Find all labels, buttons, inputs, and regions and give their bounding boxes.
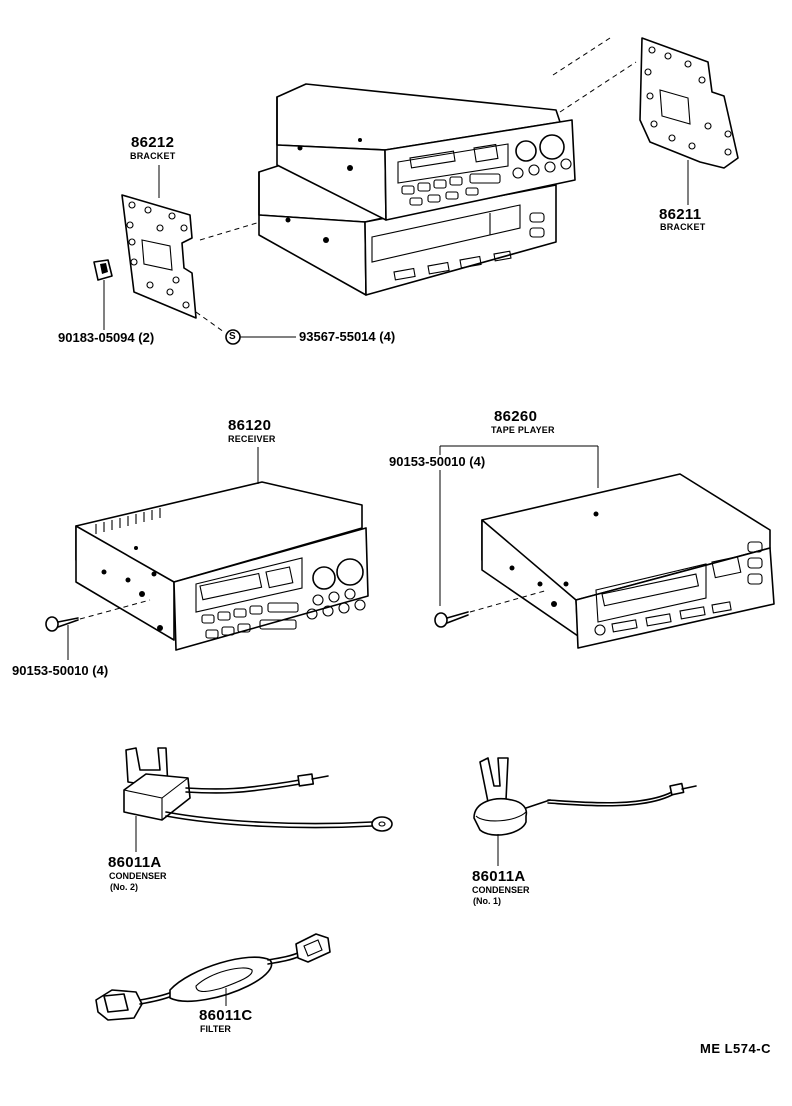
screw-receiver-qty: (4): [92, 663, 109, 678]
screw-tape-number: 90153-50010: [389, 454, 466, 469]
part-sub-condenser-2: (No. 2): [110, 882, 138, 892]
diagram-code: ME L574-C: [700, 1041, 771, 1056]
part-number-bracket-86211: 86211: [659, 206, 702, 223]
screw-s-letter: S: [229, 331, 236, 342]
bracket-left-drawing: [121, 194, 197, 319]
clip-qty: (2): [138, 330, 155, 345]
part-number-condenser-2: 86011A: [108, 854, 162, 871]
part-number-receiver: 86120: [228, 417, 272, 434]
part-number-condenser-1: 86011A: [472, 868, 526, 885]
part-sub-condenser-1: (No. 1): [473, 896, 501, 906]
filter-drawing: [95, 933, 331, 1021]
part-name-tape-player: TAPE PLAYER: [491, 425, 555, 435]
condenser-1-drawing: [473, 757, 697, 836]
part-name-bracket-left: BRACKET: [130, 151, 176, 161]
clip-number: 90183-05094: [58, 330, 135, 345]
screw-tape-qty: (4): [469, 454, 486, 469]
guide-line: [552, 37, 611, 76]
screw-receiver-drawing: [45, 616, 79, 632]
part-name-condenser-2: CONDENSER: [109, 871, 167, 881]
part-number-screw-tape: 90153-50010 (4): [389, 455, 485, 468]
screw-receiver-number: 90153-50010: [12, 663, 89, 678]
part-name-condenser-1: CONDENSER: [472, 885, 530, 895]
part-number-screw-s: 93567-55014 (4): [299, 330, 395, 343]
clip-drawing: [93, 259, 113, 281]
bracket-right-drawing: [639, 37, 739, 169]
part-name-bracket-right: BRACKET: [660, 222, 706, 232]
part-number-clip: 90183-05094 (2): [58, 331, 154, 344]
part-number-bracket-86212: 86212: [131, 134, 175, 151]
condenser-2-drawing: [123, 747, 393, 832]
screw-tape-drawing: [434, 611, 469, 628]
receiver-drawing: [75, 481, 369, 651]
screw-s-qty: (4): [379, 329, 396, 344]
tape-player-drawing: [481, 473, 775, 649]
screw-s-number: 93567-55014: [299, 329, 376, 344]
part-number-filter: 86011C: [199, 1007, 253, 1024]
audio-unit-stack-drawing: [258, 83, 576, 296]
part-number-tape-player: 86260: [494, 408, 538, 425]
part-number-screw-receiver: 90153-50010 (4): [12, 664, 108, 677]
part-name-receiver: RECEIVER: [228, 434, 276, 444]
part-name-filter: FILTER: [200, 1024, 231, 1034]
